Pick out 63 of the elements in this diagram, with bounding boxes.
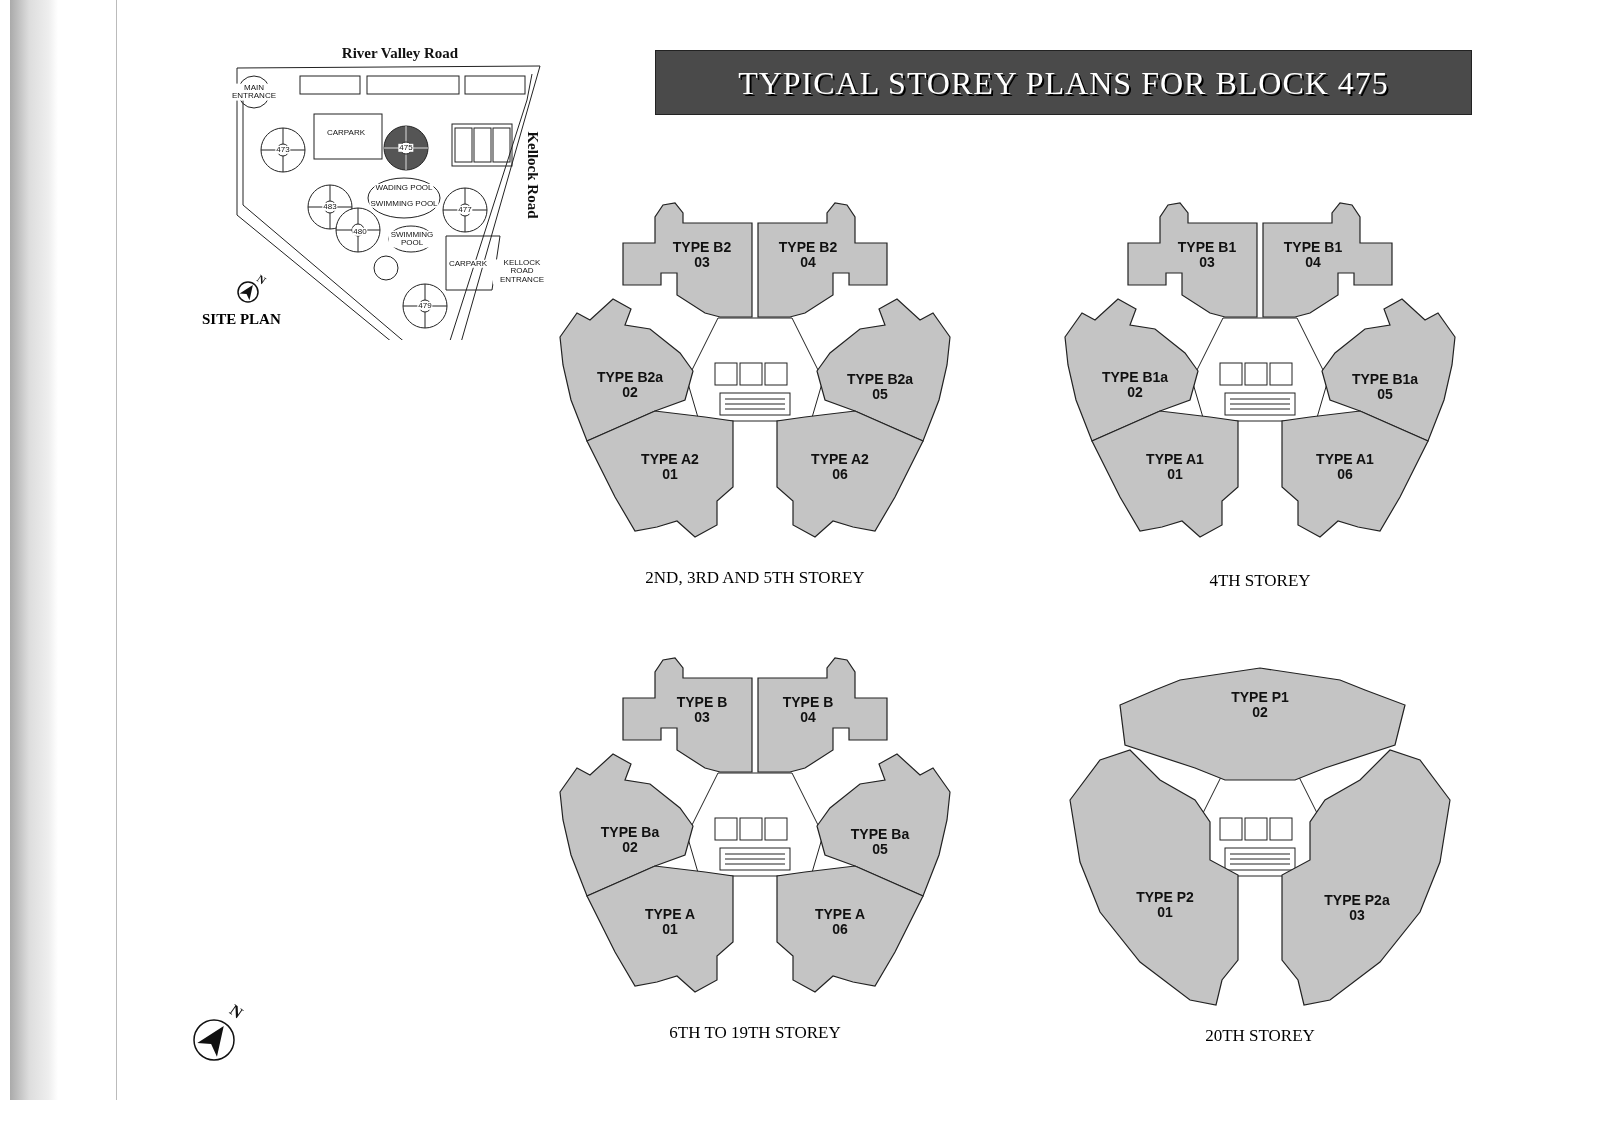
title-banner: TYPICAL STOREY PLANS FOR BLOCK 475 (655, 50, 1472, 115)
unit-type: TYPE A (815, 907, 865, 922)
unit-type: TYPE P2a (1324, 893, 1390, 908)
unit-number: 05 (871, 387, 889, 402)
unit-number: 05 (1376, 387, 1394, 402)
map-label: SWIMMING POOL (369, 199, 439, 209)
unit-type: TYPE A (645, 907, 695, 922)
map-label: MAIN ENTRANCE (230, 83, 278, 101)
plan-caption: 2ND, 3RD AND 5TH STOREY (644, 568, 866, 588)
unit-type: TYPE B (676, 695, 728, 710)
block-number: 480 (352, 227, 368, 237)
unit-type: TYPE A1 (1146, 452, 1204, 467)
unit-type: TYPE A2 (811, 452, 869, 467)
unit-number: 03 (1348, 908, 1366, 923)
unit-number: 02 (621, 385, 639, 400)
unit-number: 06 (1336, 467, 1354, 482)
unit-number: 03 (693, 255, 711, 270)
unit-type: TYPE B2a (846, 372, 914, 387)
unit-type: TYPE B1a (1351, 372, 1419, 387)
plan-caption: 4TH STOREY (1208, 571, 1312, 591)
block-number: 483 (322, 202, 338, 212)
unit-number: 01 (1156, 905, 1174, 920)
map-label: CARPARK (325, 128, 367, 138)
compass-letter: N (254, 273, 268, 287)
unit-number: 01 (1166, 467, 1184, 482)
plan-caption: 6TH TO 19TH STOREY (668, 1023, 842, 1043)
unit-number: 02 (1126, 385, 1144, 400)
map-label: SWIMMING POOL (389, 230, 435, 248)
road-name: Kellock Road (524, 131, 540, 219)
unit-type: TYPE B1a (1101, 370, 1169, 385)
unit-type: TYPE A2 (641, 452, 699, 467)
plan-caption: 20TH STOREY (1204, 1026, 1316, 1046)
unit-type: TYPE B2 (778, 240, 838, 255)
unit-type: TYPE A1 (1316, 452, 1374, 467)
unit-number: 01 (661, 922, 679, 937)
block-number: 479 (417, 301, 433, 311)
map-label: WADING POOL (374, 183, 434, 193)
unit-type: TYPE P1 (1231, 690, 1289, 705)
map-label: CARPARK (447, 259, 489, 269)
unit-type: TYPE B2a (596, 370, 664, 385)
unit-number: 03 (693, 710, 711, 725)
unit-number: 01 (661, 467, 679, 482)
unit-number: 02 (1251, 705, 1269, 720)
block-number: 475 (398, 143, 414, 153)
unit-number: 02 (621, 840, 639, 855)
unit-number: 06 (831, 922, 849, 937)
block-number: 477 (457, 205, 473, 215)
compass-letter: N (226, 1001, 246, 1023)
unit-number: 06 (831, 467, 849, 482)
unit-number: 04 (799, 710, 817, 725)
unit-type: TYPE Ba (600, 825, 660, 840)
block-number: 473 (275, 145, 291, 155)
unit-number: 04 (799, 255, 817, 270)
unit-type: TYPE B1 (1177, 240, 1237, 255)
plan-caption: SITE PLAN (202, 311, 281, 328)
unit-number: 03 (1198, 255, 1216, 270)
unit-number: 05 (871, 842, 889, 857)
unit-type: TYPE Ba (850, 827, 910, 842)
unit-type: TYPE B2 (672, 240, 732, 255)
unit-type: TYPE P2 (1136, 890, 1194, 905)
unit-type: TYPE B1 (1283, 240, 1343, 255)
unit-number: 04 (1304, 255, 1322, 270)
unit-type: TYPE B (782, 695, 834, 710)
